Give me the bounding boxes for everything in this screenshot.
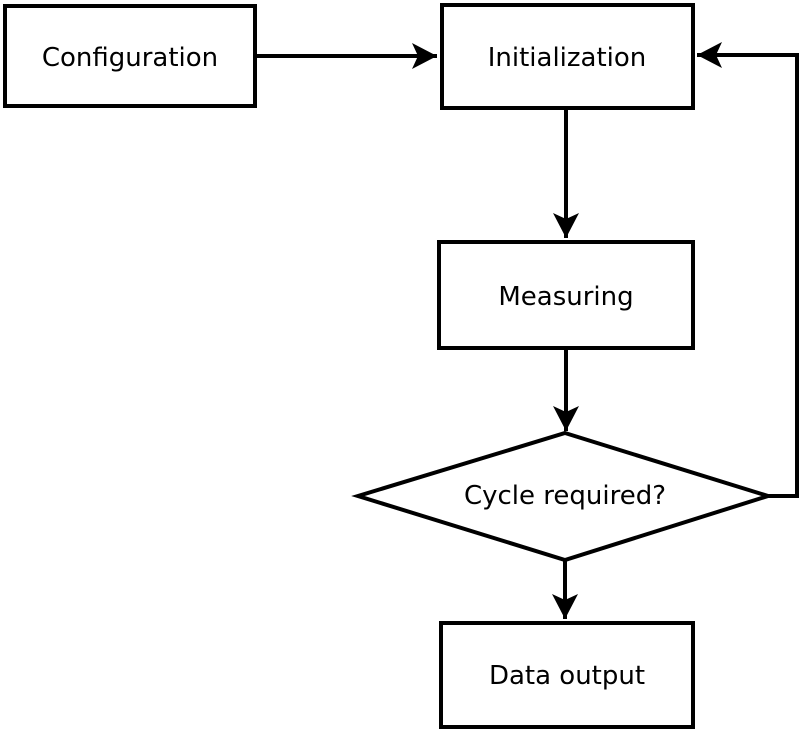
configuration-box (3, 4, 257, 108)
measuring-box (437, 240, 695, 350)
data-output-box (439, 621, 695, 729)
cycle-required-label: Cycle required? (464, 481, 666, 511)
arrow-cycle-required-to-initialization-feedback (697, 42, 799, 498)
measuring-label: Measuring (498, 282, 633, 312)
node-configuration: Configuration (3, 4, 257, 108)
initialization-label: Initialization (488, 43, 647, 73)
initialization-box (440, 3, 695, 110)
node-initialization: Initialization (440, 3, 695, 110)
node-data-output: Data output (439, 621, 695, 729)
data-output-label: Data output (489, 661, 645, 691)
node-measuring: Measuring (437, 240, 695, 350)
configuration-label: Configuration (42, 43, 218, 73)
node-cycle-required: Cycle required? (351, 430, 775, 563)
cycle-required-diamond (351, 430, 775, 563)
